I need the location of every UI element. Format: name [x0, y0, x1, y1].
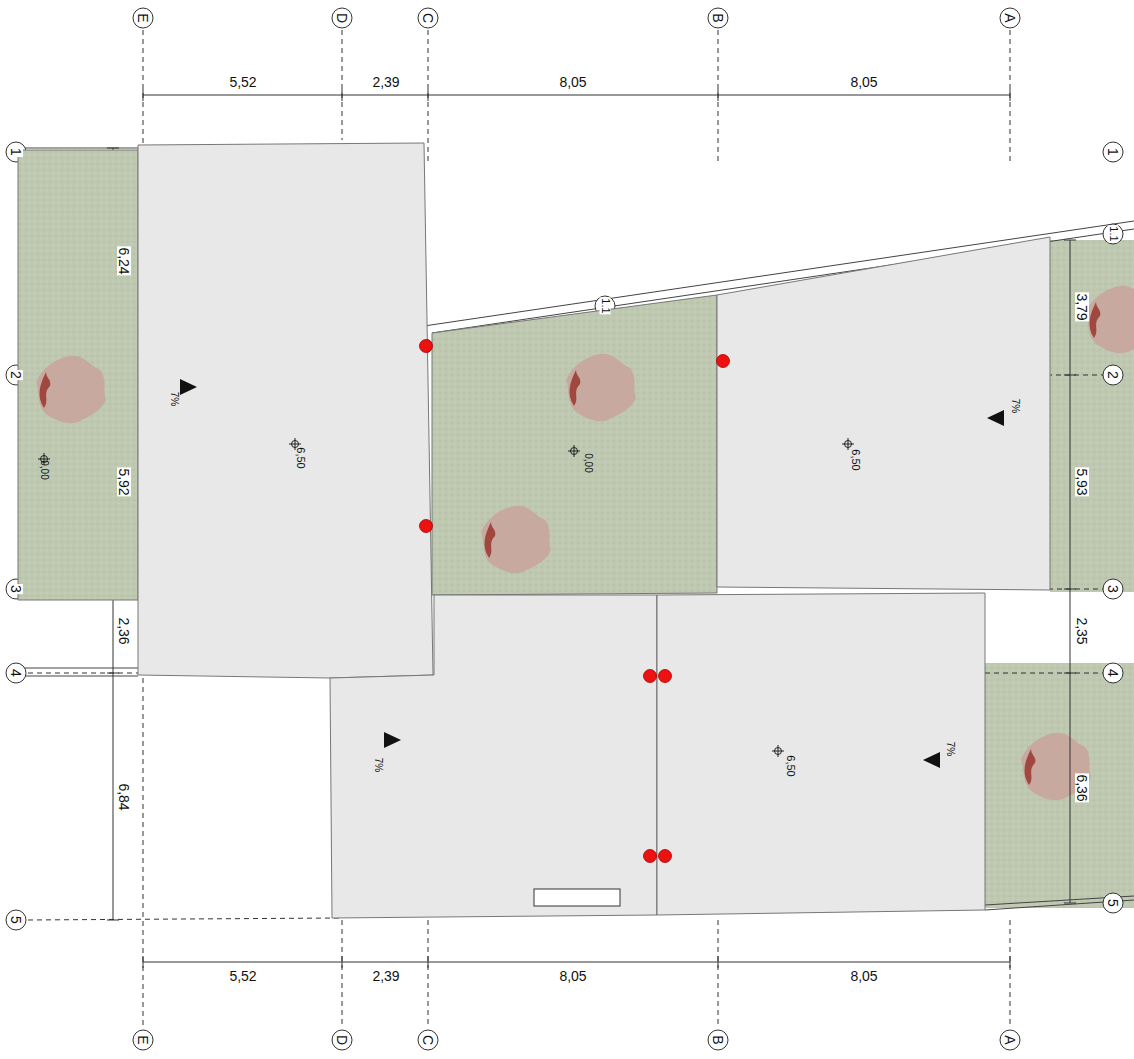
dimension-text: 8,05 [558, 75, 587, 89]
level-text: 0,00 [583, 453, 593, 472]
dimension-text: 2,39 [371, 969, 400, 983]
grid-label: 3 [9, 584, 23, 594]
dimension-text: 6,84 [117, 782, 131, 811]
roof-slab: 6,50 7% [657, 593, 985, 915]
grid-label: 5 [9, 915, 23, 925]
dimension-text: 5,93 [1075, 467, 1089, 496]
level-text: 7% [945, 742, 955, 756]
grid-label: D [335, 12, 349, 24]
grid-label: 1 [9, 147, 23, 157]
dimension-text: 1.1 [600, 297, 611, 314]
grid-label: D [335, 1034, 349, 1046]
grid-label: 3 [1106, 584, 1120, 594]
slab-outline [330, 595, 657, 918]
grid-label: 4 [9, 668, 23, 678]
level-text: 7% [169, 392, 179, 406]
level-text: 0,00 [39, 460, 49, 479]
dimension-text: 5,52 [228, 75, 257, 89]
dimension-text: 8,05 [558, 969, 587, 983]
slab-outline [657, 593, 985, 915]
level-text: 7% [1010, 399, 1020, 413]
slab-outline [717, 237, 1050, 590]
dimension-text: 5,92 [117, 467, 131, 496]
green-roof: 0,00 [432, 295, 717, 595]
dimension-text: 5,52 [228, 969, 257, 983]
dimension-text: 2,35 [1075, 616, 1089, 645]
roof-slab: 7% 6,50 [138, 143, 433, 678]
slab-outline [432, 295, 717, 595]
grid-label: C [421, 1034, 435, 1046]
grid-label: A [1003, 1034, 1017, 1045]
slab-outline [138, 143, 433, 678]
green-roof: 0,00 [18, 150, 138, 600]
grid-label: C [421, 12, 435, 24]
grid-label: 2 [9, 370, 23, 380]
grid-label: 5 [1106, 898, 1120, 908]
dimension-text: 2,39 [371, 75, 400, 89]
grid-label: 4 [1106, 668, 1120, 678]
grid-label: E [136, 12, 150, 23]
dimension-text: 6,36 [1075, 773, 1089, 802]
grid-label: B [711, 1034, 725, 1045]
dimension-text: 8,05 [849, 75, 878, 89]
grid-label: E [136, 1034, 150, 1045]
level-text: 7% [373, 758, 383, 772]
level-text: 6,50 [785, 755, 796, 776]
grid-label: A [1003, 12, 1017, 23]
dimension-text: 3,79 [1075, 292, 1089, 321]
grid-label: 1 [1106, 147, 1120, 157]
roof-slab: 7% [330, 595, 657, 918]
slab-outline [18, 150, 138, 600]
dimension-text: 6,24 [117, 246, 131, 275]
grid-label: B [711, 12, 725, 23]
level-text: 6,50 [295, 447, 306, 468]
dimension-text: 8,05 [849, 969, 878, 983]
dimension-text: 1.1 [1108, 225, 1119, 242]
dimension-text: 2,36 [117, 616, 131, 645]
level-text: 6,50 [850, 449, 861, 470]
roof-slab: 7% 6,50 [717, 237, 1050, 590]
grid-label: 2 [1106, 370, 1120, 380]
